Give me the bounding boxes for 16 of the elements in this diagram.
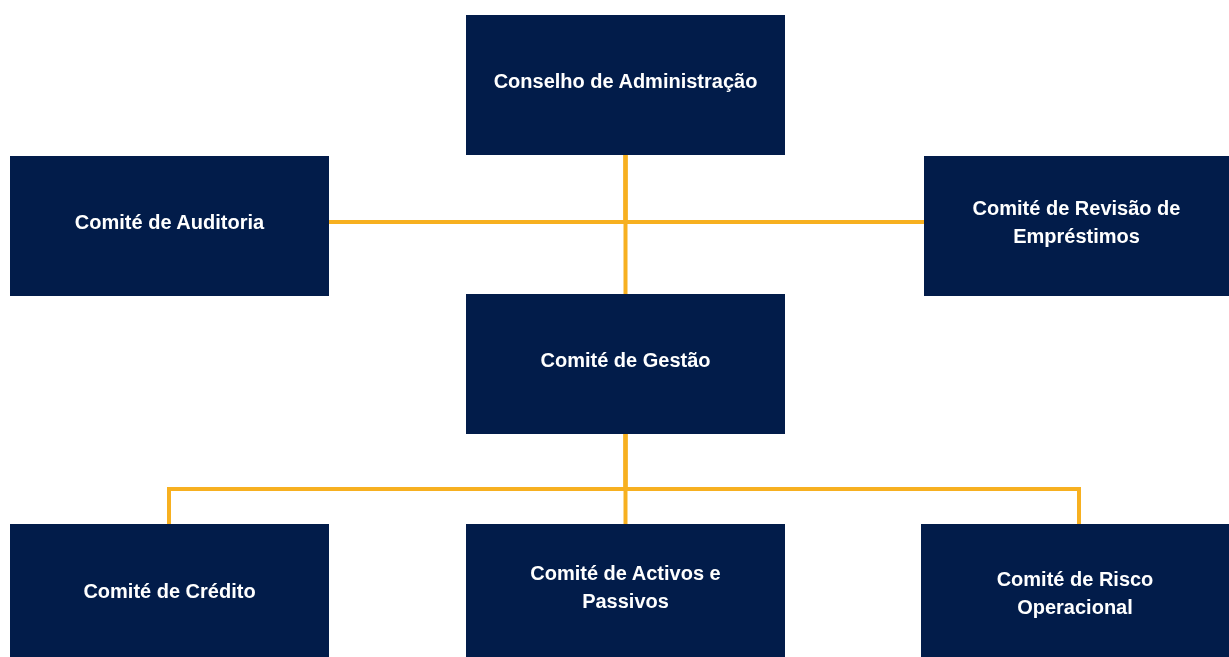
committee-box bbox=[924, 156, 1229, 296]
committee-box bbox=[466, 15, 785, 155]
committee-box bbox=[921, 524, 1229, 657]
committee-box bbox=[10, 156, 329, 296]
committee-box bbox=[10, 524, 329, 657]
committee-box bbox=[466, 524, 785, 657]
box-label: Comité de Crédito bbox=[83, 578, 256, 604]
box-label: Comité de Activos e Passivos bbox=[529, 560, 722, 614]
box-label: Comité de Risco Operacional bbox=[995, 566, 1155, 620]
box-label: Comité de Revisão de Empréstimos bbox=[971, 196, 1182, 249]
box-label: Comité de Gestão bbox=[540, 348, 711, 373]
committee-box bbox=[466, 294, 785, 434]
box-label: Comité de Auditoria bbox=[74, 210, 265, 235]
connector-line bbox=[623, 155, 628, 294]
connector-line bbox=[623, 434, 1081, 524]
box-label: Conselho de Administração bbox=[493, 69, 758, 94]
